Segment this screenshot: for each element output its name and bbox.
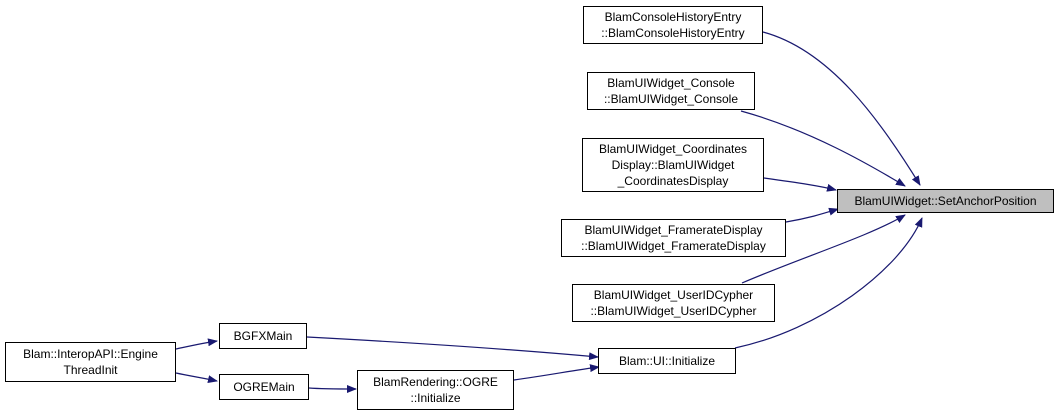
node-ogre-main[interactable]: OGREMain [219,374,309,400]
edge-widget-console-to-set-anchor [740,110,906,187]
node-label-line: BlamUIWidget_Coordinates [598,142,748,156]
node-label-line: ::BlamUIWidget_Console [603,92,739,106]
node-console-history-entry[interactable]: BlamConsoleHistoryEntry ::BlamConsoleHis… [583,6,763,44]
node-label-line: Display::BlamUIWidget [611,158,735,172]
node-ui-initialize[interactable]: Blam::UI::Initialize [598,348,736,374]
node-label-line: BlamUIWidget_FramerateDisplay [584,223,763,237]
node-label-line: BlamUIWidget::SetAnchorPosition [854,194,1037,208]
node-engine-thread-init[interactable]: Blam::InteropAPI::Engine ThreadInit [5,342,176,382]
node-framerate-display[interactable]: BlamUIWidget_FramerateDisplay ::BlamUIWi… [561,219,786,257]
node-label-line: ::Initialize [410,391,461,405]
node-label-line: BlamUIWidget_UserIDCypher [593,288,754,302]
node-set-anchor-position: BlamUIWidget::SetAnchorPosition [837,189,1054,213]
edge-framerate-display-to-set-anchor [785,207,839,223]
node-label-line: ::BlamUIWidget_FramerateDisplay [581,239,766,253]
node-bgfx-main[interactable]: BGFXMain [219,323,307,349]
node-widget-console[interactable]: BlamUIWidget_Console ::BlamUIWidget_Cons… [587,72,755,110]
node-label-line: ::BlamConsoleHistoryEntry [601,26,745,40]
node-label-line: BlamUIWidget_Console [607,76,735,90]
node-userid-cypher[interactable]: BlamUIWidget_UserIDCypher ::BlamUIWidget… [572,284,775,322]
edge-console-history-to-set-anchor [762,31,921,186]
edge-coords-display-to-set-anchor [763,177,837,192]
node-label-line: ThreadInit [63,363,118,377]
node-rendering-initialize[interactable]: BlamRendering::OGRE ::Initialize [357,370,514,410]
node-label-line: BGFXMain [233,329,293,343]
edge-userid-cypher-to-set-anchor [741,214,906,284]
edge-ogre-main-to-rendering-init [308,384,357,393]
node-label-line: Blam::UI::Initialize [618,354,716,368]
edge-engine-thread-init-to-ogre-main [175,372,218,384]
edge-engine-thread-init-to-bgfx-main [175,338,218,350]
node-label-line: BlamRendering::OGRE [373,375,498,389]
node-label-line: BlamConsoleHistoryEntry [604,10,742,24]
node-label-line: ::BlamUIWidget_UserIDCypher [590,304,757,318]
node-label-line: Blam::InteropAPI::Engine [23,347,158,361]
node-label-line: OGREMain [233,380,295,394]
edge-ui-initialize-to-set-anchor [734,217,923,349]
edge-bgfx-main-to-ui-initialize [306,336,599,361]
edge-rendering-init-to-ui-initialize [513,364,600,381]
node-label-line: _CoordinatesDisplay [617,174,729,188]
node-coordinates-display[interactable]: BlamUIWidget_Coordinates Display::BlamUI… [582,138,764,192]
